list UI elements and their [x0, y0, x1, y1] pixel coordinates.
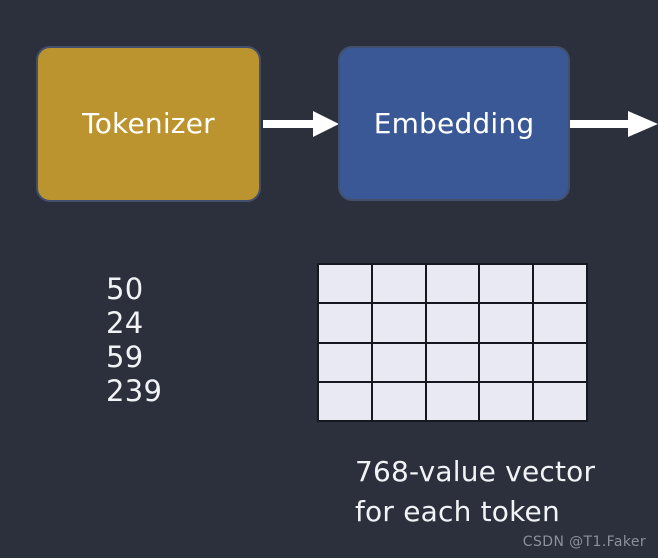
token-id-value: 239 [106, 374, 163, 408]
vector-grid-cell [480, 304, 533, 342]
vector-grid-cell [426, 343, 479, 381]
vector-grid-cell [534, 382, 586, 420]
process-box-embedding[interactable]: Embedding [338, 46, 570, 201]
vector-grid-cell [372, 265, 425, 303]
token-id-value: 59 [106, 340, 144, 374]
caption-line: 768-value vector [355, 455, 596, 488]
process-box-embedding-label: Embedding [373, 106, 535, 140]
arrow-tokenizer-to-embedding-icon [263, 111, 339, 137]
token-id-list: 50 24 59 239 [106, 272, 266, 408]
token-id-value: 50 [106, 272, 144, 306]
vector-grid-cell [372, 382, 425, 420]
process-box-tokenizer[interactable]: Tokenizer [36, 46, 261, 202]
vector-grid-cell [534, 265, 586, 303]
vector-grid-cell [480, 382, 533, 420]
vector-grid-cell [319, 343, 371, 381]
vector-grid-cell [319, 304, 371, 342]
process-box-tokenizer-label: Tokenizer [82, 107, 215, 140]
token-id-value: 24 [106, 306, 144, 340]
vector-grid-cell [534, 343, 586, 381]
vector-grid-cell [319, 382, 371, 420]
vector-grid-cell [480, 265, 533, 303]
vector-grid-cell [426, 265, 479, 303]
vector-grid-cell [372, 343, 425, 381]
vector-grid-cell [534, 304, 586, 342]
vector-grid-caption: 768-value vector for each token [355, 452, 655, 532]
vector-grid-cell [426, 304, 479, 342]
caption-line: for each token [355, 495, 560, 528]
vector-grid-cell [426, 382, 479, 420]
embedding-vector-grid [317, 263, 588, 422]
arrow-embedding-out-icon [570, 111, 658, 137]
vector-grid-cell [372, 304, 425, 342]
vector-grid-cell [319, 265, 371, 303]
vector-grid-cell [480, 343, 533, 381]
watermark-text: CSDN @T1.Faker [522, 534, 646, 550]
